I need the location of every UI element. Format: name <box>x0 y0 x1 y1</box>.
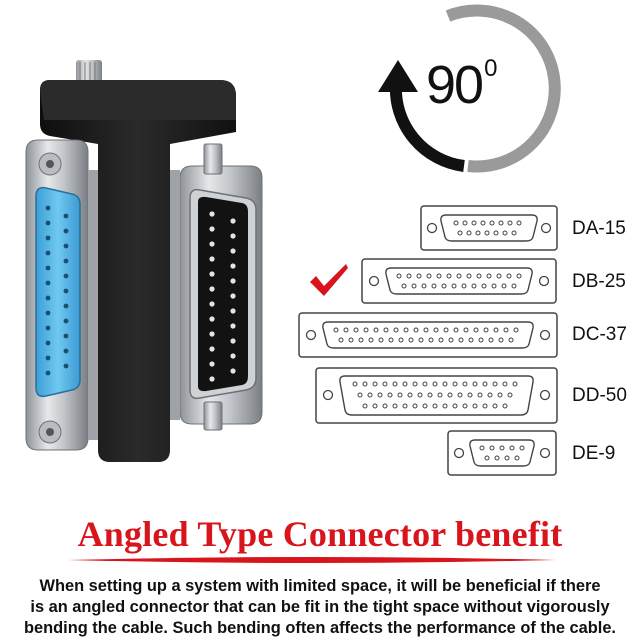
connector-label-de9: DE-9 <box>572 443 616 464</box>
connector-dd50-diagram <box>315 367 558 424</box>
description-line-3: bending the cable. Such bending often af… <box>24 619 616 637</box>
connector-label-da15: DA-15 <box>572 218 626 239</box>
description-line-2: is an angled connector that can be fit i… <box>30 598 610 616</box>
right-angle-adapter-image <box>25 60 263 462</box>
degree-mark: 0 <box>484 55 497 82</box>
connector-label-dc37: DC-37 <box>572 324 627 345</box>
connector-db25-diagram <box>361 258 557 304</box>
headline-underline <box>68 557 556 563</box>
angle-value: 90 <box>426 55 484 115</box>
description: When setting up a system with limited sp… <box>0 576 640 639</box>
connector-dc37-diagram <box>298 312 558 358</box>
rotation-arrow-icon <box>378 4 561 173</box>
angle-label: 900 <box>426 55 526 115</box>
connector-de9-diagram <box>447 430 557 476</box>
connector-label-dd50: DD-50 <box>572 385 627 406</box>
hex-screw-icon <box>38 152 62 444</box>
male-pins <box>209 211 236 382</box>
connector-label-db25: DB-25 <box>572 271 626 292</box>
checkmark-icon <box>310 264 348 296</box>
jack-screw-icon <box>203 143 223 431</box>
headline: Angled Type Connector benefit <box>77 514 563 554</box>
description-line-1: When setting up a system with limited sp… <box>39 577 601 595</box>
female-socket-holes <box>45 205 69 376</box>
connector-da15-diagram <box>420 205 558 251</box>
